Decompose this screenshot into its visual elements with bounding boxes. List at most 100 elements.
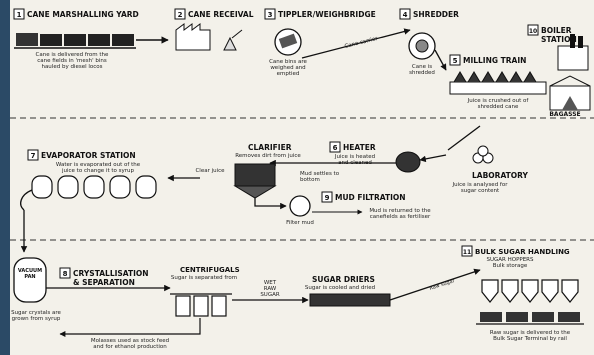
stage-10-title: BOILER xyxy=(541,26,572,35)
centrifugals-label: CENTRIFUGALS xyxy=(180,266,240,274)
stage-10-number-box xyxy=(527,24,539,36)
sugar-driers-desc: Sugar is cooled and dried xyxy=(305,285,375,291)
stage-6-number-box xyxy=(329,141,341,153)
stage-7-desc-2: juice to change it to syrup xyxy=(61,168,135,174)
stage-8-title-2: & SEPARATION xyxy=(73,278,135,287)
stage-11-title: BULK SUGAR HANDLING xyxy=(475,248,570,256)
process-flow-svg: 1 CANE MARSHALLING YARD Cane is delivere… xyxy=(10,8,594,350)
stage-7-number: 7 xyxy=(31,152,36,160)
stage-11-desc-4: Bulk Sugar Terminal by rail xyxy=(493,336,567,342)
stage-11-desc-3: Raw sugar is delivered to the xyxy=(490,330,571,336)
molasses-desc-2: and for ethanol production xyxy=(93,344,167,350)
stage-9-number-box xyxy=(321,191,333,203)
locomotive-train xyxy=(14,33,136,49)
stage-8-desc-1: Sugar crystals are xyxy=(11,310,61,316)
flow-arrow-to-heater xyxy=(419,154,447,163)
sugar-drier-drum xyxy=(309,293,391,307)
syrup-line xyxy=(20,189,33,211)
stage-2-title: CANE RECEIVAL xyxy=(188,10,254,19)
milling-train-rollers xyxy=(449,71,547,95)
stage-9-desc-2: canefields as fertiliser xyxy=(370,214,431,220)
stage-1-number-box xyxy=(13,8,25,20)
filter-mud-label: Filter mud xyxy=(286,220,314,226)
stage-11-number-box xyxy=(461,245,473,257)
stage-8-title: CRYSTALLISATION xyxy=(73,269,149,278)
raw-sugar-conveyor xyxy=(389,268,481,301)
stage-7-desc-1: Water is evaporated out of the xyxy=(56,162,141,168)
stage-4-title: SHREDDER xyxy=(413,10,459,19)
bagasse-label: BAGASSE xyxy=(549,111,580,118)
laboratory-desc-2: sugar content xyxy=(461,188,500,194)
raw-label: RAW xyxy=(264,286,277,292)
molasses-arrow xyxy=(59,318,201,337)
stage-1-desc-2: cane fields in 'mesh' bins xyxy=(37,58,107,64)
laboratory-flasks xyxy=(472,145,494,164)
stage-4-desc-1: Cane is xyxy=(412,64,432,70)
clarifier-tank xyxy=(233,163,277,199)
stage-2-number-box xyxy=(174,8,186,20)
stage-1-desc-3: hauled by diesel locos xyxy=(41,64,102,70)
mud-settles-label-2: bottom xyxy=(300,177,320,183)
diagram-paper: 1 CANE MARSHALLING YARD Cane is delivere… xyxy=(10,0,594,355)
flow-arrow-mud xyxy=(254,198,287,210)
heater-vessel xyxy=(395,151,421,173)
clear-juice-label: Clear juice xyxy=(195,168,225,174)
evaporator-vessels xyxy=(31,175,157,199)
wet-label: WET xyxy=(264,280,277,286)
stage-5-desc-2: shredded cane xyxy=(478,104,519,110)
sugar-hoppers xyxy=(481,279,579,303)
stage-3-number-box xyxy=(264,8,276,20)
cane-carrier-conveyor xyxy=(301,28,411,59)
stage-8-number: 8 xyxy=(63,270,68,278)
stage-5-number: 5 xyxy=(453,57,458,65)
stage-6-title: HEATER xyxy=(343,143,376,152)
stage-3-desc-3: emptied xyxy=(277,71,300,77)
sugar-driers-label: SUGAR DRIERS xyxy=(312,275,375,284)
cane-carrier-label: Cane carrier xyxy=(344,36,379,50)
stage-3-desc-2: weighed and xyxy=(270,65,305,71)
tippler-weighbridge xyxy=(274,28,302,56)
stage-9-title: MUD FILTRATION xyxy=(335,193,406,202)
stage-1-number: 1 xyxy=(17,11,22,19)
vacuum-pan-label: VACUUM xyxy=(18,268,42,274)
stage-11-desc-2: Bulk storage xyxy=(493,263,528,269)
stage-3-title: TIPPLER/WEIGHBRIDGE xyxy=(278,10,376,19)
centrifugals-desc: Sugar is separated from xyxy=(171,275,237,281)
stage-1-desc-1: Cane is delivered from the xyxy=(36,52,109,58)
stage-4-number: 4 xyxy=(403,11,408,19)
stage-10-number: 10 xyxy=(529,28,537,35)
juice-sample-line xyxy=(447,125,481,151)
stage-8-desc-2: grown from syrup xyxy=(12,316,61,322)
stage-5-number-box xyxy=(449,54,461,66)
stage-6-desc-1: Juice is heated xyxy=(334,154,375,160)
stage-9-desc-1: Mud is returned to the xyxy=(369,208,431,214)
stage-2-number: 2 xyxy=(178,11,183,19)
rail-wagons xyxy=(476,312,584,325)
clarifier-label: CLARIFIER xyxy=(248,143,292,152)
mud-filter-drum xyxy=(289,195,311,217)
centrifugal-baskets xyxy=(170,293,232,317)
stage-5-title: MILLING TRAIN xyxy=(463,56,526,65)
stage-5-desc-1: Juice is crushed out of xyxy=(467,98,530,104)
stage-7-title: EVAPORATOR STATION xyxy=(41,151,136,160)
bagasse-storage-shed xyxy=(549,75,591,111)
laboratory-label: LABORATORY xyxy=(472,171,529,180)
raw-sugar-conveyor-label: Raw sugar xyxy=(429,278,457,292)
clarifier-desc: Removes dirt from juice xyxy=(235,153,301,159)
stage-11-desc-1: SUGAR HOPPERS xyxy=(487,257,535,263)
boiler-chimney xyxy=(557,34,589,71)
stage-6-number: 6 xyxy=(333,144,338,152)
stage-3-number: 3 xyxy=(268,11,273,19)
cane-receival-building xyxy=(175,23,243,51)
sugar-label: SUGAR xyxy=(260,292,280,298)
stage-3-desc-1: Cane bins are xyxy=(269,59,307,65)
stage-4-number-box xyxy=(399,8,411,20)
molasses-desc-1: Molasses used as stock feed xyxy=(91,338,169,344)
stage-7-number-box xyxy=(27,149,39,161)
stage-11-number: 11 xyxy=(463,249,471,256)
stage-8-number-box xyxy=(59,267,71,279)
mud-settles-label: Mud settles to xyxy=(300,171,340,177)
stage-10-title-2: STATION xyxy=(541,35,577,44)
laboratory-desc-1: Juice is analysed for xyxy=(452,182,509,188)
